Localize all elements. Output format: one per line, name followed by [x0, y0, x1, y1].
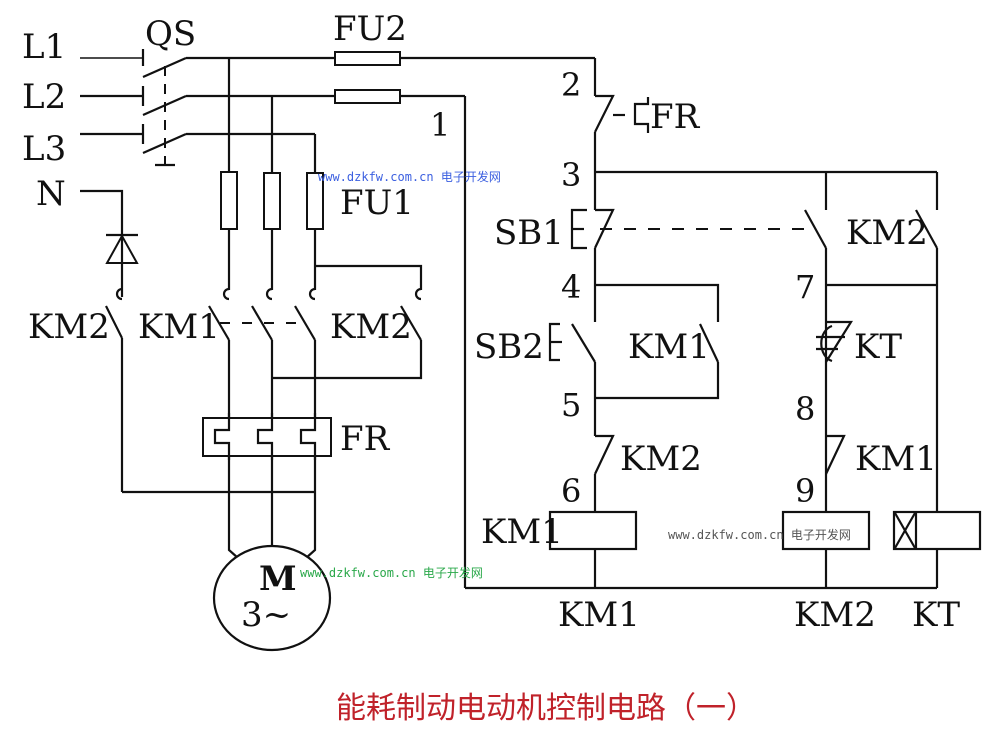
label-fu2: FU2: [333, 9, 407, 49]
main-phase-wires: [227, 58, 317, 172]
label-l1: L1: [22, 27, 66, 67]
label-km1-coil: KM1: [481, 512, 563, 552]
node-4: 4: [561, 268, 581, 306]
motor-icon: [212, 544, 332, 652]
label-fr-main: FR: [340, 419, 391, 459]
label-km2-brake: KM2: [28, 307, 110, 347]
label-sb1: SB1: [494, 213, 564, 253]
km2-coil: [781, 510, 871, 551]
motor-symbol: M: [259, 559, 297, 599]
node-2: 2: [561, 66, 581, 104]
coils: [465, 510, 982, 590]
node-8: 8: [795, 390, 815, 428]
supply-wires: [80, 57, 143, 235]
control-wires: [548, 58, 939, 522]
label-l2: L2: [22, 77, 66, 117]
diagram-title: 能耗制动电动机控制电路（一）: [336, 691, 756, 726]
label-coil-km1: KM1: [558, 595, 640, 635]
node-5: 5: [561, 386, 581, 424]
label-coil-km2: KM2: [794, 595, 876, 635]
node-9: 9: [795, 472, 815, 510]
label-n: N: [36, 174, 66, 214]
label-sb2: SB2: [474, 327, 544, 367]
node-3: 3: [561, 156, 581, 194]
label-fr-contact: FR: [650, 97, 701, 137]
label-fu1: FU1: [340, 183, 414, 223]
node-7: 7: [795, 268, 815, 306]
rectifier-diode-icon: [105, 233, 139, 297]
kt-coil: [892, 510, 982, 551]
watermark-3: www.dzkfw.com.cn 电子开发网: [668, 527, 851, 542]
fu2-fuses: [334, 51, 401, 104]
motor-phase: 3~: [241, 595, 291, 635]
label-kt-contact: KT: [854, 327, 902, 367]
label-km1-interlock: KM1: [855, 439, 937, 479]
label-km1-hold: KM1: [628, 327, 710, 367]
fr-thermal-relay: [202, 413, 332, 460]
label-qs: QS: [145, 14, 196, 54]
node-6: 6: [561, 472, 581, 510]
watermark-2: www.dzkfw.com.cn 电子开发网: [300, 565, 483, 580]
node-1: 1: [430, 106, 450, 144]
label-coil-kt: KT: [912, 595, 960, 635]
label-km2-hold: KM2: [846, 213, 928, 253]
bus-lines: [186, 56, 595, 588]
km1-coil: [548, 510, 638, 551]
label-km1-main: KM1: [138, 307, 220, 347]
label-l3: L3: [22, 129, 66, 169]
label-km2-main: KM2: [330, 307, 412, 347]
fu1-fuses: [220, 171, 423, 290]
watermark-1: www.dzkfw.com.cn 电子开发网: [318, 169, 501, 184]
label-km2-interlock: KM2: [620, 439, 702, 479]
qs-switch: [141, 49, 187, 167]
